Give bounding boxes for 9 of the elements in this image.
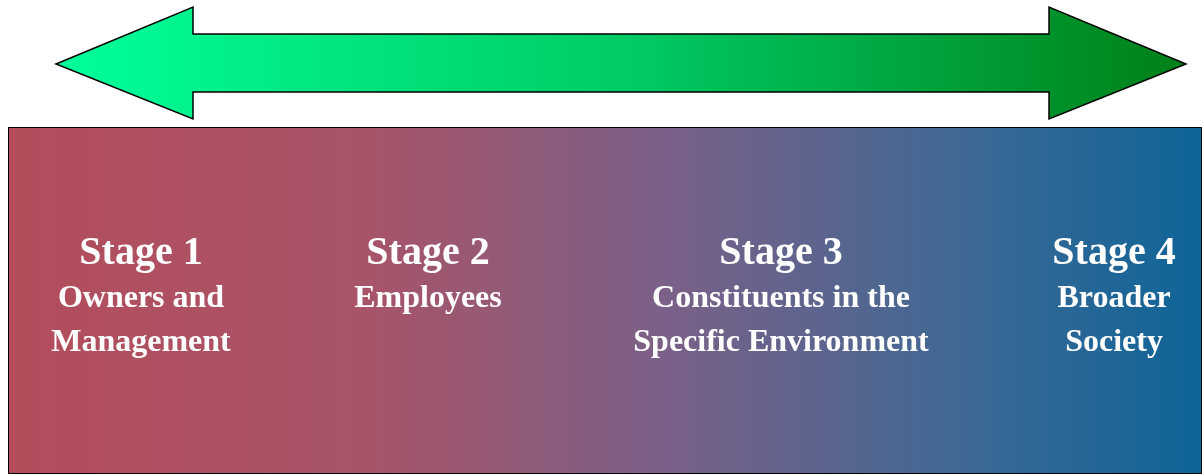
stage-title: Stage 3 bbox=[718, 228, 844, 274]
stage-title: Stage 2 bbox=[365, 228, 491, 274]
stage-description: Broader Society bbox=[1056, 277, 1172, 360]
stage-description: Constituents in the Specific Environment bbox=[632, 277, 930, 360]
stage-title: Stage 1 bbox=[78, 228, 204, 274]
gradient-band bbox=[8, 127, 1202, 474]
stage-description: Owners and Management bbox=[50, 277, 232, 360]
stage-description: Employees bbox=[353, 277, 503, 316]
stage-title: Stage 4 bbox=[1051, 228, 1177, 274]
